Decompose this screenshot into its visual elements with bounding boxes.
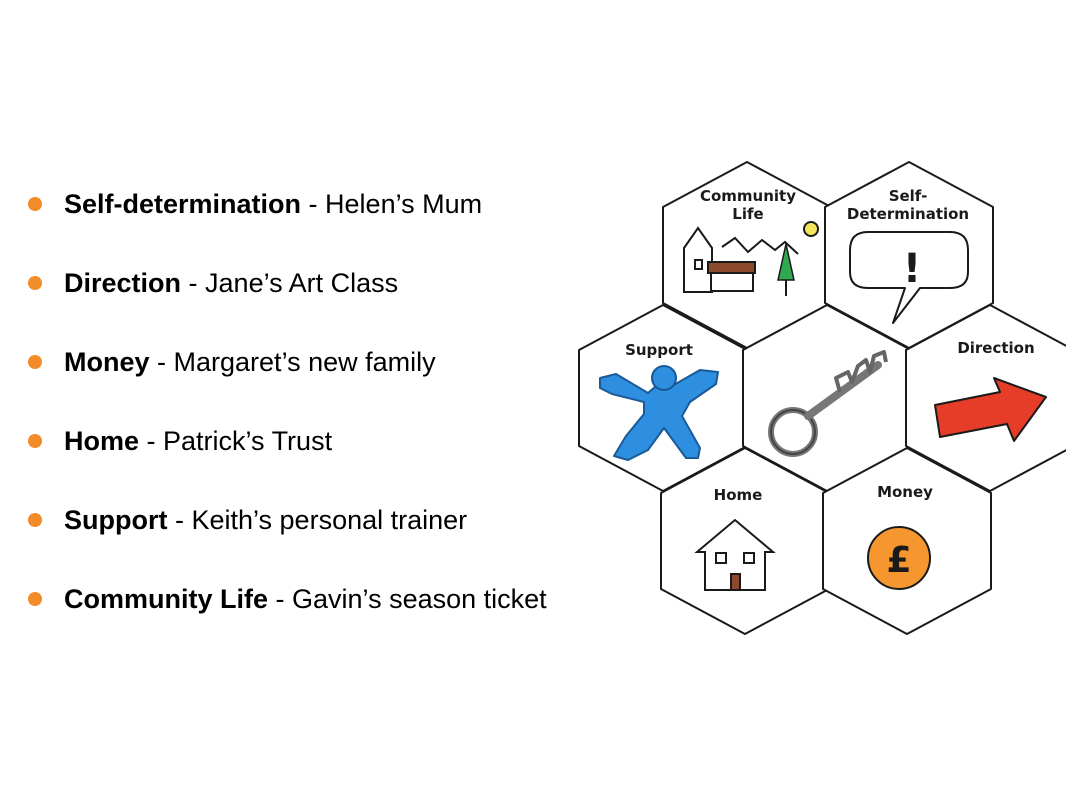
bullet-money: Money - Margaret’s new family bbox=[28, 342, 547, 421]
bullet-term: Direction bbox=[64, 268, 182, 298]
bullet-dot bbox=[28, 355, 42, 369]
bullet-list: Self-determination - Helen’s Mum Directi… bbox=[28, 184, 547, 658]
bullet-term: Support bbox=[64, 505, 168, 535]
person-head bbox=[651, 365, 677, 391]
bullet-term: Home bbox=[64, 426, 140, 456]
church-icon bbox=[683, 226, 713, 293]
pound-coin-icon bbox=[867, 526, 931, 590]
label-self-line1: Self- bbox=[889, 187, 928, 205]
bullet-home: Home - Patrick’s Trust bbox=[28, 421, 547, 500]
pound-symbol: £ bbox=[886, 540, 911, 581]
label-support: Support bbox=[625, 341, 693, 359]
bullet-term: Community Life bbox=[64, 584, 269, 614]
key-icon bbox=[768, 350, 888, 457]
bullet-term: Money bbox=[64, 347, 150, 377]
tree-icon bbox=[777, 243, 795, 296]
mountains-line bbox=[721, 236, 799, 255]
label-home: Home bbox=[714, 486, 763, 504]
bullet-dot bbox=[28, 592, 42, 606]
bullet-detail: - Keith’s personal trainer bbox=[175, 505, 468, 535]
bullet-support: Support - Keith’s personal trainer bbox=[28, 500, 547, 579]
house-icon bbox=[694, 518, 776, 591]
label-community-line2: Life bbox=[732, 205, 763, 223]
bullet-term: Self-determination bbox=[64, 189, 302, 219]
arrow-icon bbox=[934, 377, 1047, 442]
bullet-detail: - Helen’s Mum bbox=[308, 189, 483, 219]
bullet-dot bbox=[28, 276, 42, 290]
bullet-dot bbox=[28, 197, 42, 211]
label-community-line1: Community bbox=[700, 187, 796, 205]
sun-icon bbox=[803, 221, 819, 237]
exclamation-mark: ! bbox=[903, 246, 921, 292]
bullet-community-life: Community Life - Gavin’s season ticket bbox=[28, 579, 547, 658]
label-direction: Direction bbox=[957, 339, 1034, 357]
bullet-detail: - Margaret’s new family bbox=[157, 347, 436, 377]
bullet-dot bbox=[28, 434, 42, 448]
bullet-direction: Direction - Jane’s Art Class bbox=[28, 263, 547, 342]
bullet-self-determination: Self-determination - Helen’s Mum bbox=[28, 184, 547, 263]
label-money: Money bbox=[877, 483, 933, 501]
label-self-line2: Determination bbox=[847, 205, 969, 223]
bullet-dot bbox=[28, 513, 42, 527]
bullet-detail: - Patrick’s Trust bbox=[146, 426, 333, 456]
bullet-detail: - Jane’s Art Class bbox=[188, 268, 399, 298]
bullet-detail: - Gavin’s season ticket bbox=[275, 584, 547, 614]
speech-bubble-icon bbox=[849, 231, 969, 324]
house-small-icon bbox=[707, 261, 756, 292]
